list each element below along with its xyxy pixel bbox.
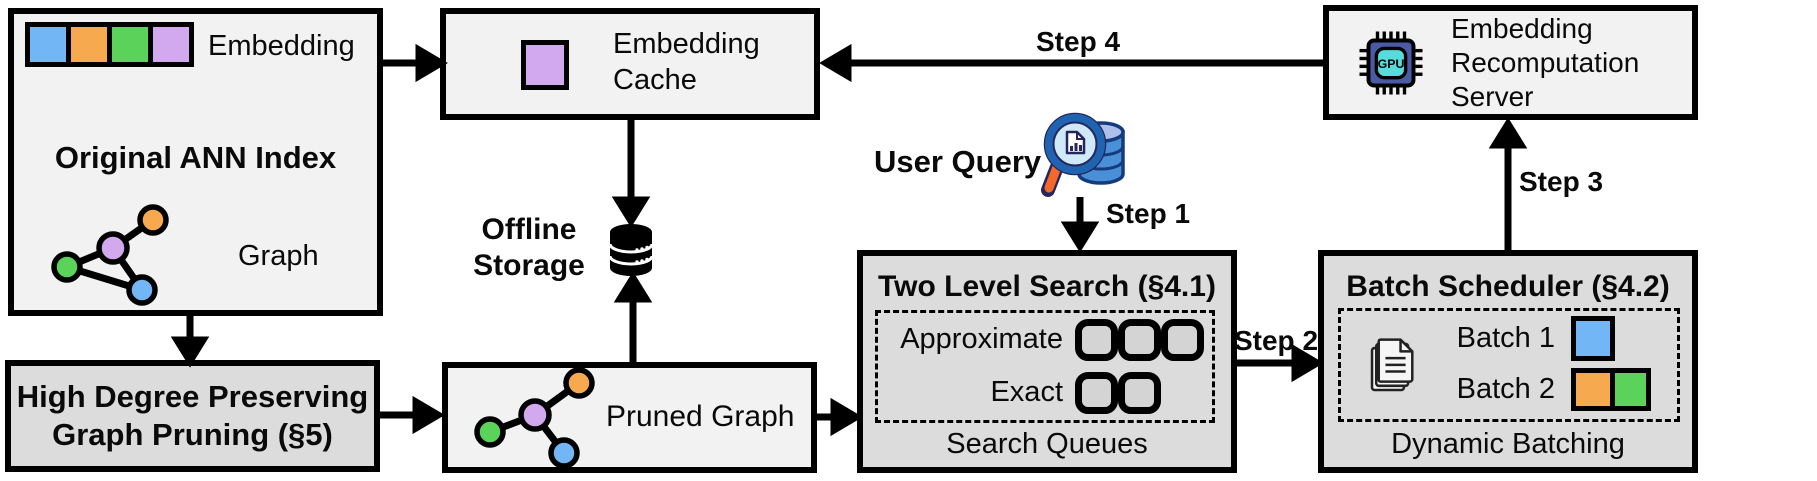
- user-query-label: User Query: [874, 144, 1042, 179]
- offline-storage-label: Offline Storage: [473, 213, 585, 282]
- approximate-slots: [1075, 318, 1204, 361]
- batch2-square-green: [1610, 368, 1651, 411]
- graph-node-blue: [548, 437, 580, 469]
- arrow-index-to-pruning: [170, 316, 210, 368]
- step4-label: Step 4: [1036, 26, 1121, 57]
- arrow-cache-to-storage: [611, 120, 651, 228]
- graph-node-purple: [96, 231, 130, 265]
- graph-node-purple: [518, 398, 552, 432]
- gpu-chip-text: GPU: [1378, 57, 1405, 71]
- batch1-row: Batch 1: [1445, 316, 1615, 361]
- two-level-search-box: Two Level Search (§4.1) Approximate Exac…: [857, 250, 1237, 473]
- graph-node-orange: [137, 204, 169, 236]
- exact-slots: [1075, 371, 1161, 414]
- embedding-cell-purple: [153, 27, 189, 62]
- embedding-label: Embedding: [208, 30, 355, 62]
- batch1-label: Batch 1: [1456, 322, 1555, 354]
- arrow-pruning-to-pruned: [380, 395, 445, 435]
- batch2-row: Batch 2: [1445, 368, 1651, 411]
- queue-slot: [1118, 318, 1161, 361]
- queue-slot: [1075, 371, 1118, 414]
- original-ann-index-title: Original ANN Index: [54, 140, 337, 175]
- graph-pruning-title: High Degree Preserving Graph Pruning (§5…: [16, 379, 369, 452]
- magnifier-handle: [1044, 162, 1062, 193]
- queue-slot: [1118, 371, 1161, 414]
- ann-graph-illustration: [51, 204, 169, 306]
- documents-icon: [1370, 338, 1414, 392]
- step2-label: Step 2: [1233, 325, 1319, 356]
- embedding-cell-orange: [71, 27, 107, 62]
- arrow-step1: [1060, 197, 1100, 253]
- cached-embedding-square: [521, 40, 569, 90]
- embedding-cell-green: [112, 27, 148, 62]
- queue-slot: [1161, 318, 1204, 361]
- pruned-graph-illustration: [474, 367, 595, 469]
- original-ann-index-box: Embedding Original ANN Index Graph: [8, 8, 383, 316]
- batch2-square-orange: [1571, 368, 1615, 411]
- dynamic-batching-panel: Batch 1 Batch 2: [1338, 308, 1680, 422]
- pruned-graph-label: Pruned Graph: [606, 400, 795, 433]
- search-queues-panel: Approximate Exact: [875, 310, 1215, 423]
- recomputation-server-box: GPU Embedding Recomputation Server: [1323, 5, 1698, 120]
- approximate-row: Approximate: [878, 313, 1212, 366]
- exact-label: Exact: [990, 376, 1063, 408]
- search-queues-caption: Search Queues: [946, 428, 1148, 460]
- step3-label: Step 3: [1519, 166, 1604, 197]
- batch1-square-blue: [1571, 316, 1615, 361]
- embedding-cache-box: Embedding Cache: [440, 8, 820, 120]
- embedding-cell-blue: [30, 27, 66, 62]
- graph-pruning-box: High Degree Preserving Graph Pruning (§5…: [5, 360, 380, 472]
- two-level-search-title: Two Level Search (§4.1): [878, 270, 1216, 303]
- graph-node-blue: [126, 274, 158, 306]
- batch-scheduler-title: Batch Scheduler (§4.2): [1346, 270, 1670, 303]
- recomputation-server-label: Embedding Recomputation Server: [1451, 13, 1640, 112]
- embedding-strip: [25, 22, 194, 67]
- query-magnifier-icon: [1041, 112, 1125, 197]
- arrow-pruned-to-storage: [613, 271, 653, 362]
- graph-label: Graph: [238, 240, 319, 272]
- graph-node-orange: [563, 367, 595, 399]
- graph-node-green: [474, 416, 506, 448]
- approximate-label: Approximate: [900, 323, 1063, 355]
- batch2-label: Batch 2: [1456, 373, 1555, 405]
- exact-row: Exact: [878, 366, 1212, 419]
- pruned-graph-box: Pruned Graph: [442, 362, 817, 473]
- batch-scheduler-box: Batch Scheduler (§4.2) Batch 1 Batch 2: [1318, 250, 1698, 473]
- arrow-step3: [1488, 117, 1528, 250]
- dynamic-batching-caption: Dynamic Batching: [1391, 428, 1625, 460]
- arrow-pruned-to-search: [817, 397, 863, 437]
- queue-slot: [1075, 318, 1118, 361]
- step1-label: Step 1: [1106, 198, 1191, 229]
- arrow-index-to-cache: [383, 43, 448, 83]
- graph-node-green: [51, 251, 83, 283]
- gpu-chip-icon: GPU: [1359, 31, 1423, 95]
- embedding-cache-label: Embedding Cache: [613, 28, 760, 96]
- database-icon: [608, 224, 654, 276]
